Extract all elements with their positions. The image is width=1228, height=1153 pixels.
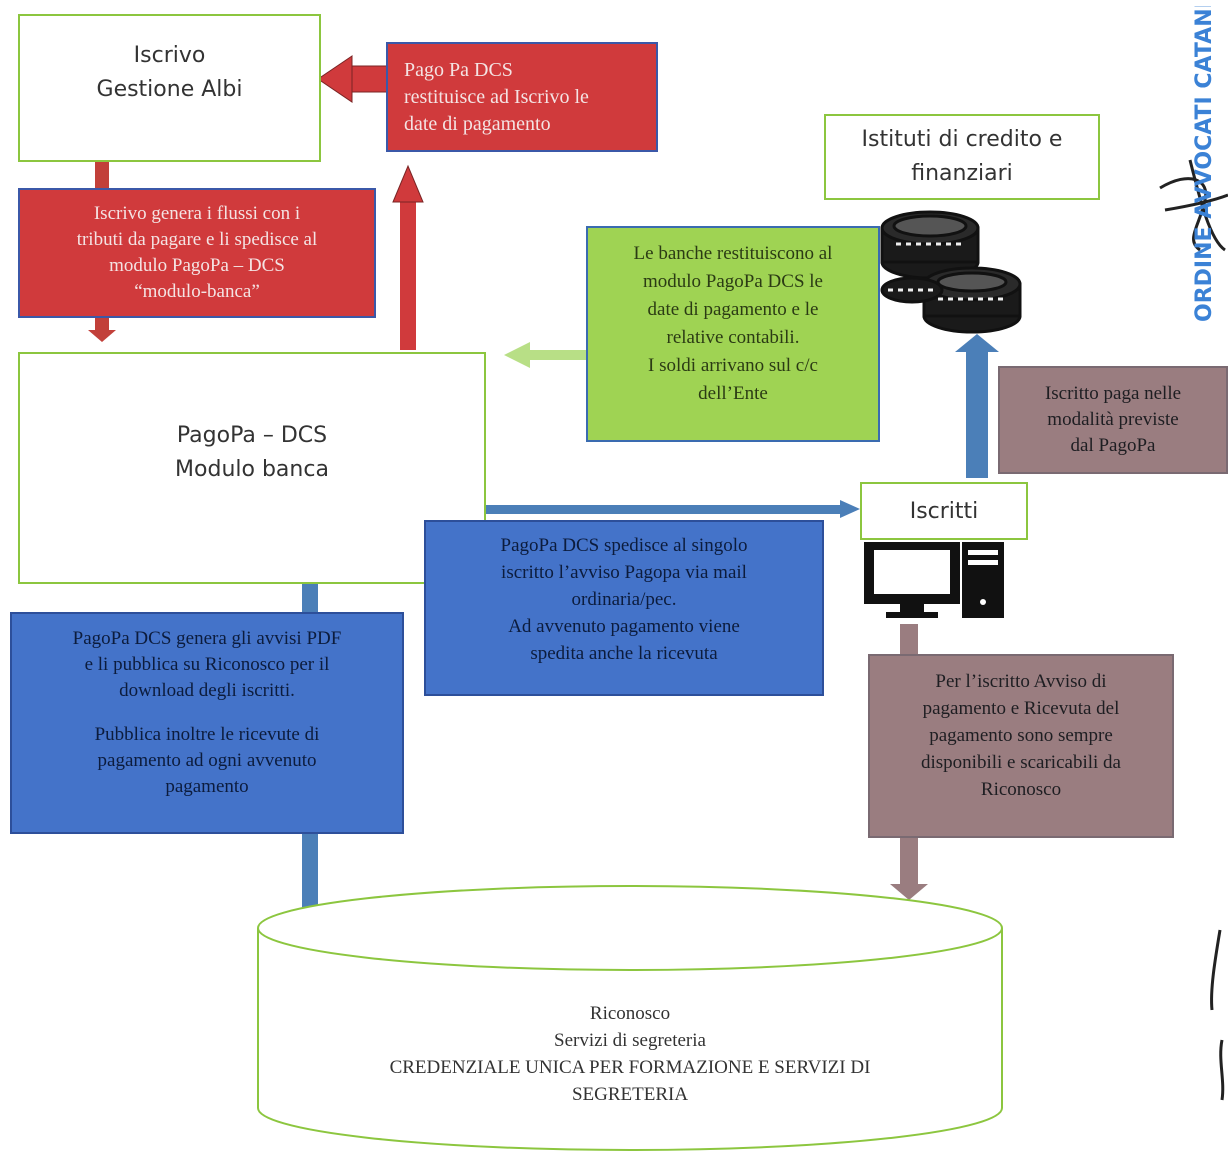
stamp-seal: ORDINE AVVOCATI CATANIA <box>1188 6 1228 326</box>
genera-pdf-box: PagoPa DCS genera gli avvisi PDF e li pu… <box>10 612 404 834</box>
per-iscritto-box: Per l’iscritto Avviso di pagamento e Ric… <box>868 654 1174 838</box>
modulo-line-1: PagoPa – DCS <box>176 423 328 448</box>
pagopa-return-box: Pago Pa DCS restituisce ad Iscrivo le da… <box>386 42 658 152</box>
iscrivo-box: Iscrivo Gestione Albi <box>18 14 321 162</box>
modulo-banca-box: PagoPa – DCS Modulo banca <box>18 352 486 584</box>
arrow-return-to-iscrivo <box>317 55 389 103</box>
mail-line-2: iscritto l’avviso Pagopa via mail <box>501 562 747 583</box>
banche-line-1: Le banche restituiscono al <box>633 243 833 264</box>
pdf-line-7: pagamento <box>165 776 249 797</box>
banche-line-4: relative contabili. <box>666 327 800 348</box>
banche-line-2: modulo PagoPa DCS le <box>643 271 823 292</box>
istituti-box: Istituti di credito e finanziari <box>824 114 1100 200</box>
paga-line-1: Iscritto paga nelle <box>1044 383 1182 404</box>
pdf-line-3: download degli iscritti. <box>119 680 295 701</box>
signature <box>1159 159 1228 1101</box>
iscritto-line-1: Per l’iscritto Avviso di <box>935 671 1107 692</box>
riconosco-line-1: Riconosco <box>589 1003 671 1024</box>
istituti-line-2: finanziari <box>911 161 1013 186</box>
flussi-line-4: “modulo-banca” <box>134 281 260 302</box>
computer-icon <box>864 542 1004 618</box>
istituti-line-1: Istituti di credito e <box>861 127 1063 152</box>
modulo-line-2: Modulo banca <box>175 457 329 482</box>
iscrivo-line-2: Gestione Albi <box>96 77 243 102</box>
iscritto-line-4: disponibili e scaricabili da <box>921 752 1121 773</box>
mail-line-5: spedita anche la ricevuta <box>530 643 718 664</box>
stamp-text: ORDINE AVVOCATI CATANIA <box>1192 6 1217 322</box>
arrow-iscritti-to-riconosco <box>890 624 928 900</box>
paga-line-2: modalità previste <box>1047 409 1179 430</box>
pagopa-return-line-1: Pago Pa DCS <box>404 58 513 81</box>
riconosco-text: Riconosco Servizi di segreteria CREDENZI… <box>270 1000 990 1108</box>
pdf-line-6: pagamento ad ogni avvenuto <box>97 750 317 771</box>
pagopa-return-line-3: date di pagamento <box>404 112 551 135</box>
banche-line-6: dell’Ente <box>698 383 768 404</box>
iscritto-line-5: Riconosco <box>980 779 1062 800</box>
arrow-banche-to-modulo <box>504 342 588 368</box>
banche-line-5: I soldi arrivano sul c/c <box>648 355 818 376</box>
iscritto-line-2: pagamento e Ricevuta del <box>922 698 1120 719</box>
iscritti-box: Iscritti <box>860 482 1028 540</box>
mail-line-3: ordinaria/pec. <box>571 589 677 610</box>
iscrivo-flussi-box: Iscrivo genera i flussi con i tributi da… <box>18 188 376 318</box>
flussi-line-2: tributi da pagare e li spedisce al <box>76 229 318 250</box>
flussi-line-1: Iscrivo genera i flussi con i <box>93 203 301 224</box>
iscrivo-line-1: Iscrivo <box>133 43 206 68</box>
arrow-modulo-to-pagopa <box>392 164 424 350</box>
iscritto-paga-box: Iscritto paga nelle modalità previste da… <box>998 366 1228 474</box>
riconosco-line-4: SEGRETERIA <box>571 1084 689 1105</box>
iscritto-line-3: pagamento sono sempre <box>929 725 1113 746</box>
banche-line-3: date di pagamento e le <box>647 299 819 320</box>
avviso-mail-box: PagoPa DCS spedisce al singolo iscritto … <box>424 520 824 696</box>
pdf-line-2: e li pubblica su Riconosco per il <box>84 654 330 675</box>
riconosco-line-2: Servizi di segreteria <box>554 1030 706 1051</box>
riconosco-line-3: CREDENZIALE UNICA PER FORMAZIONE E SERVI… <box>389 1057 871 1078</box>
flussi-line-3: modulo PagoPa – DCS <box>109 255 285 276</box>
mail-line-1: PagoPa DCS spedisce al singolo <box>500 535 748 556</box>
pagopa-return-line-2: restituisce ad Iscrivo le <box>404 85 589 108</box>
paga-line-3: dal PagoPa <box>1070 435 1156 456</box>
banche-box: Le banche restituiscono al modulo PagoPa… <box>586 226 880 442</box>
riconosco-cylinder <box>257 885 1003 1151</box>
pdf-line-5: Pubblica inoltre le ricevute di <box>94 724 320 745</box>
arrow-iscrivo-to-modulo <box>88 160 116 342</box>
mail-line-4: Ad avvenuto pagamento viene <box>508 616 740 637</box>
pdf-line-1: PagoPa DCS genera gli avvisi PDF <box>72 628 342 649</box>
arrow-iscritti-to-istituti <box>955 334 999 478</box>
arrow-modulo-to-iscritti <box>482 500 860 518</box>
iscritti-label: Iscritti <box>909 498 979 524</box>
coins-icon <box>880 210 1022 334</box>
